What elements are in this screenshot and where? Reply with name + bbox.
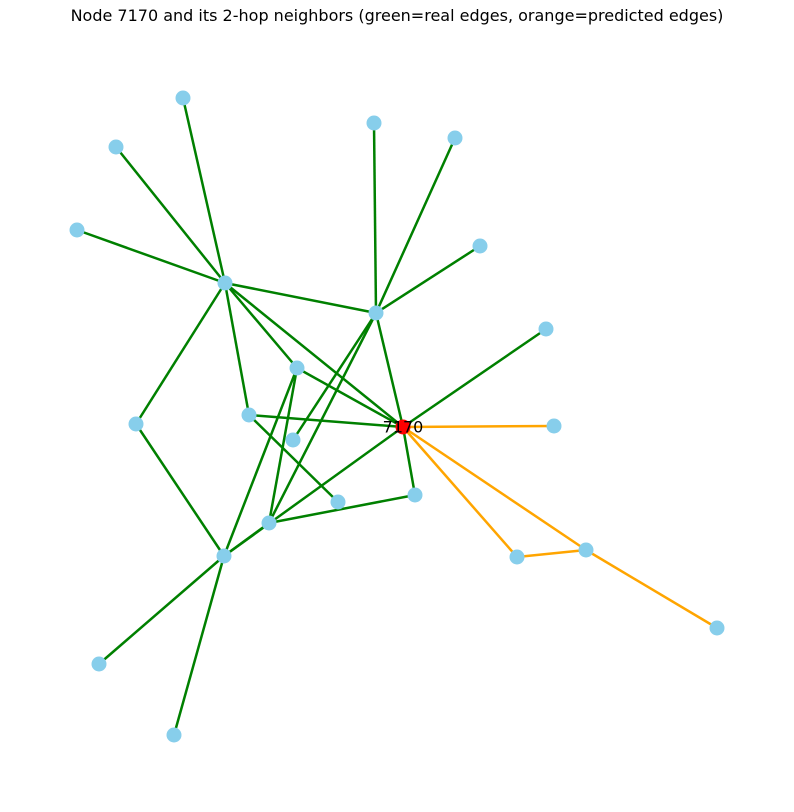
real-edge-h1-h2 xyxy=(224,281,377,315)
real-edge-h2-b2 xyxy=(374,137,457,314)
node-h2 xyxy=(368,305,384,321)
predicted-edge-c-n13 xyxy=(402,425,587,552)
real-edge-h1-a1 xyxy=(181,97,227,284)
figure-title: Node 7170 and its 2-hop neighbors (green… xyxy=(70,6,724,25)
center-node xyxy=(395,419,411,435)
node-n8 xyxy=(538,321,554,337)
node-n14 xyxy=(709,620,725,636)
predicted-edge-c-n11 xyxy=(402,424,555,429)
real-edge-h1-n1 xyxy=(223,282,251,416)
node-n7 xyxy=(407,487,423,503)
node-n3 xyxy=(289,360,305,376)
real-edge-h3-n3 xyxy=(222,367,299,557)
node-h3 xyxy=(216,548,232,564)
real-edge-h1-n3 xyxy=(224,282,298,369)
node-a1 xyxy=(175,90,191,106)
real-edge-h3-n9 xyxy=(98,555,225,665)
real-edge-h2-b1 xyxy=(372,122,378,314)
node-n1 xyxy=(241,407,257,423)
node-n12 xyxy=(509,549,525,565)
real-edge-n1-n5 xyxy=(248,414,339,503)
real-edge-h1-c xyxy=(224,282,404,428)
real-edge-h3-n4 xyxy=(134,423,226,557)
real-edge-h1-a3 xyxy=(76,228,226,285)
node-h1 xyxy=(217,275,233,291)
node-a2 xyxy=(108,139,124,155)
real-edge-h2-b3 xyxy=(375,244,481,315)
node-n13 xyxy=(578,542,594,558)
node-n5 xyxy=(330,494,346,510)
node-n6 xyxy=(261,515,277,531)
node-n11 xyxy=(546,418,562,434)
predicted-edge-c-n12 xyxy=(402,426,518,558)
real-edge-c-n8 xyxy=(402,327,547,429)
node-b3 xyxy=(472,238,488,254)
real-edge-n3-n6 xyxy=(267,367,299,524)
node-n9 xyxy=(91,656,107,672)
real-edge-h1-n4 xyxy=(134,282,227,425)
node-b2 xyxy=(447,130,463,146)
real-edge-h3-c xyxy=(223,425,404,558)
real-edge-h2-c xyxy=(374,312,405,428)
real-edge-h2-n6 xyxy=(267,312,378,524)
real-edge-h1-a2 xyxy=(115,146,226,284)
real-edge-n7-c xyxy=(401,426,417,496)
node-n2 xyxy=(285,432,301,448)
node-n4 xyxy=(128,416,144,432)
real-edge-n6-n7 xyxy=(268,493,416,525)
real-edge-h3-n10 xyxy=(172,555,226,736)
edges-layer xyxy=(76,97,718,736)
node-n10 xyxy=(166,727,182,743)
center-node-label: 7170 xyxy=(383,418,424,437)
nodes-layer xyxy=(69,90,725,743)
node-a3 xyxy=(69,222,85,238)
real-edge-n1-c xyxy=(248,413,404,429)
predicted-edge-n13-n14 xyxy=(585,548,718,630)
node-b1 xyxy=(366,115,382,131)
real-edge-n3-c xyxy=(296,366,404,429)
predicted-edge-n12-n13 xyxy=(516,548,587,559)
